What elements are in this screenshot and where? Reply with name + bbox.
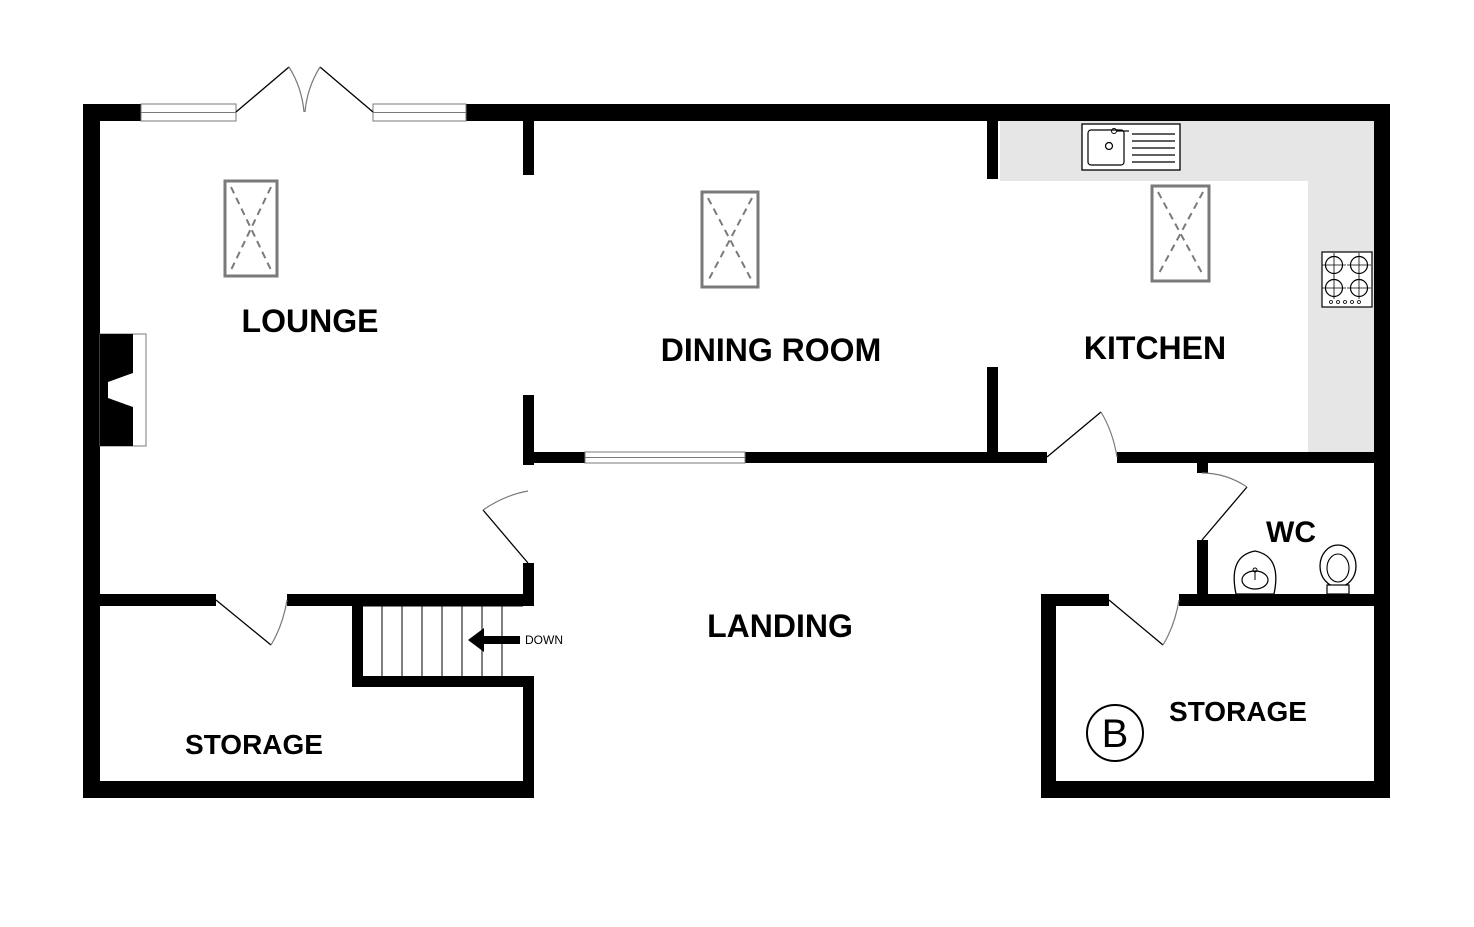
wall-right (1374, 104, 1390, 798)
wall-left (83, 104, 100, 798)
walls (83, 104, 1390, 798)
french-doors (235, 66, 374, 113)
room-label-wc: WC (1266, 516, 1316, 549)
wall-wc-left-bottom (1197, 540, 1208, 606)
skylight-icon (700, 190, 760, 289)
room-label-landing: LANDING (707, 608, 853, 644)
internal-window-dining (584, 451, 746, 464)
skylight-icon (1150, 184, 1211, 283)
room-label-kitchen: KITCHEN (1084, 330, 1226, 366)
door-lounge-storage (215, 599, 288, 646)
wall-bottom-right (1041, 781, 1390, 798)
room-label-storage-left: STORAGE (185, 729, 323, 760)
wall-stair-bottom (352, 676, 534, 687)
wall-wc-left-top (1197, 463, 1208, 473)
hob-icon (1321, 251, 1373, 308)
lounge-window-right (372, 103, 467, 122)
wall-storage-right-top (1041, 594, 1109, 606)
wall-lounge-dining-top (523, 121, 534, 175)
wall-stair-left (352, 594, 363, 686)
door-wc (1201, 472, 1248, 541)
fireplace-icon (99, 333, 147, 447)
wall-storage-right-left (1041, 594, 1056, 798)
boiler-symbol-label: B (1102, 712, 1129, 756)
sink-icon (1081, 123, 1181, 171)
lounge-window-left (140, 103, 237, 122)
room-label-dining-room: DINING ROOM (661, 332, 881, 368)
kitchen-worktop (1000, 120, 1374, 452)
room-label-lounge: LOUNGE (242, 303, 379, 339)
wall-dining-landing-left (523, 452, 585, 463)
wall-dining-landing-right (745, 452, 1047, 463)
stairs (363, 605, 523, 676)
wall-bottom-left (83, 781, 534, 798)
doors (215, 66, 1248, 646)
wall-lounge-storage-right (287, 594, 534, 606)
windows (140, 103, 746, 464)
wall-wc-storage (1179, 594, 1390, 606)
skylight-icon (223, 179, 279, 278)
stairs-arrow-icon (468, 628, 520, 652)
wall-kitchen-landing (1117, 452, 1390, 463)
door-kitchen-landing (1046, 411, 1118, 458)
wall-dining-kitchen-top (987, 121, 998, 179)
wall-storage-landing (523, 676, 534, 798)
door-storage-right (1108, 599, 1180, 646)
stairs-direction-label: DOWN (525, 633, 563, 647)
room-label-storage-right: STORAGE (1169, 696, 1307, 727)
wall-lounge-landing (523, 563, 534, 606)
toilet-icon (1319, 544, 1357, 595)
boiler-icon (1086, 704, 1144, 762)
basin-icon (1233, 550, 1277, 595)
door-lounge-landing (482, 490, 529, 564)
wall-lounge-storage-left (83, 594, 216, 606)
wall-dining-kitchen-bottom (987, 367, 998, 463)
wall-top-mid (466, 104, 1390, 121)
wall-lounge-dining-bottom (523, 395, 534, 465)
